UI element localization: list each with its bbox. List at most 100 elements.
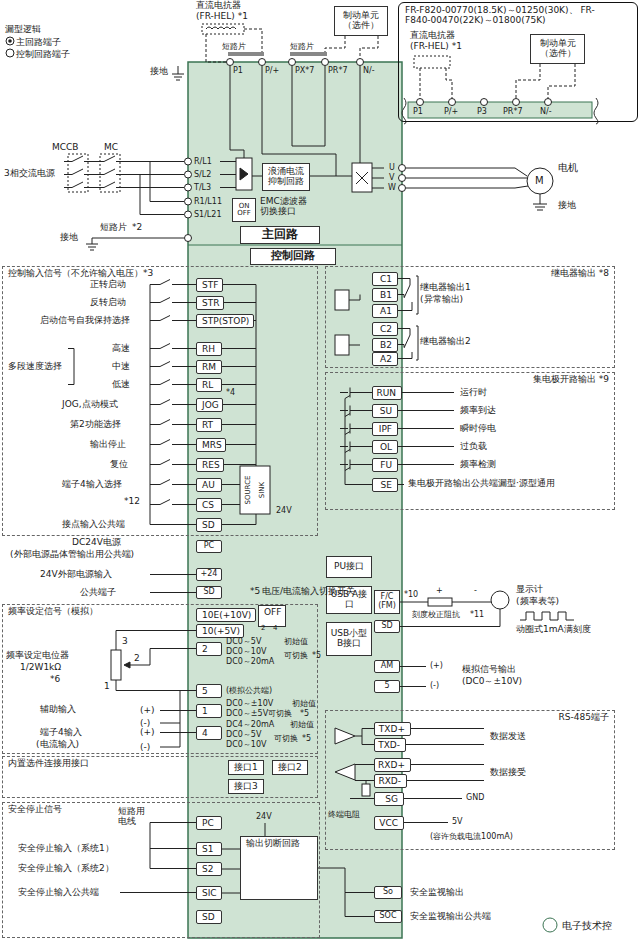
annotation-text: 短路片 [222, 42, 246, 51]
annotation-text: *6 [50, 674, 60, 684]
component-symbol [335, 335, 349, 355]
wire [72, 156, 115, 188]
annotation-text: 24V [276, 506, 292, 515]
annotation-text: *5 [250, 586, 260, 596]
component-symbol [420, 64, 575, 99]
main-terminal [417, 99, 424, 106]
annotation-text: 初始值 [290, 720, 314, 729]
node-text: 1 [200, 707, 210, 717]
annotation-text: DC0～5V [226, 637, 261, 646]
dashed-region: 继电器输出 *8C1B1A1C2B2A2 [325, 266, 615, 368]
annotation-text: 端子4输入 [40, 727, 82, 737]
terminal-box: SG [374, 792, 404, 806]
node-text: SG [383, 795, 400, 805]
annotation-text: (频率表等) [516, 596, 559, 606]
annotation-text: R/L1 [194, 157, 212, 166]
node-text: S1 [200, 845, 215, 855]
node-text: RM [200, 363, 218, 373]
annotation-text: JOG,点动模式 [62, 399, 118, 409]
annotation-text: PX*7 [295, 66, 314, 75]
annotation-text: 电机 [558, 162, 578, 174]
node-text: A2 [378, 355, 394, 365]
legend-text: 控制回路端子 [16, 49, 70, 59]
annotation-text: 中速 [112, 361, 130, 371]
node-text: TXD+ [377, 725, 407, 735]
node-text: 输出切断回路 [244, 839, 302, 849]
node-text: RL [200, 381, 215, 391]
annotation-text: 瞬时停电 [460, 423, 496, 433]
terminal-box: +24 [196, 568, 222, 581]
node-text: 接口1 [232, 763, 260, 773]
annotation-text: 复位 [110, 459, 128, 469]
node-text: RXD+ [376, 761, 407, 771]
wire [400, 596, 574, 687]
annotation-text: EMC滤波器切换接口 [260, 196, 312, 217]
terminal-box: RES [196, 458, 224, 472]
region-heading: RS-485端子 [557, 713, 611, 723]
node-text: OFF [262, 608, 283, 617]
terminal-box: So [374, 886, 402, 899]
component-symbol [335, 764, 355, 780]
node-text: C2 [378, 325, 394, 335]
main-terminal [185, 171, 192, 178]
dashed-region: 控制输入信号（不允许输入电压）*3STFSTRSTP(STOP)RHRMRLJO… [2, 266, 318, 536]
main-terminal [185, 158, 192, 165]
node-text: F/C (FM) [377, 593, 397, 611]
node-text: STR [200, 299, 221, 309]
terminal-box: PC [196, 816, 222, 830]
node-text: STP(STOP) [200, 317, 251, 327]
node-text: 10(+5V) [200, 627, 242, 637]
wire [350, 729, 484, 823]
node-text: So [383, 888, 393, 897]
annotation-text: DC0～20mA [226, 657, 274, 666]
component-symbol [240, 466, 270, 514]
node-text: 10E(+10V) [200, 611, 253, 621]
annotation-text: 可切换 [274, 734, 298, 743]
annotation-text: 可切换 [284, 651, 308, 660]
annotation-text: MC [104, 142, 118, 152]
main-terminal [545, 99, 552, 106]
node-text: STF [200, 281, 220, 291]
node-text: OFF [237, 210, 251, 217]
main-terminal [185, 211, 192, 218]
annotation-text: (-) [140, 718, 150, 728]
wire-connector [222, 849, 240, 850]
terminal-box: STP(STOP) [196, 314, 254, 328]
dip-switch: ONOFF [258, 605, 286, 627]
annotation-text: 直流电抗器 [410, 30, 455, 40]
inset-band [402, 98, 598, 124]
node-text: PC [204, 542, 214, 551]
dip-switch: ONOFF [232, 198, 256, 222]
component-symbol [335, 728, 355, 744]
main-terminal [185, 184, 192, 191]
annotation-text: 5V [452, 817, 463, 826]
node-text: RES [200, 461, 222, 471]
annotation-text: 启动信号自我保持选择 [40, 315, 130, 325]
annotation-text: (-) [140, 742, 150, 752]
annotation-text: *5 [300, 709, 309, 718]
annotation-text: *2 [132, 222, 142, 232]
component-symbol [543, 918, 557, 932]
annotation-text: DC0～10V [226, 647, 267, 656]
terminal-box: CS [196, 498, 222, 512]
component-symbol [100, 154, 120, 192]
legend-swatch [5, 36, 15, 46]
terminal-box: C1 [372, 272, 398, 286]
annotation-text: 继电器输出1 [420, 282, 471, 292]
node-text: B2 [378, 341, 394, 351]
terminal-box: SD [196, 910, 222, 924]
annotation-text: 动圈式1mA满刻度 [516, 624, 591, 634]
annotation-text: 正转启动 [90, 279, 126, 289]
annotation-text: PR*7 [328, 66, 347, 75]
terminal-box: SD [196, 586, 222, 599]
annotation-text: PR*7 [503, 107, 522, 116]
component-box: 接口1 [228, 760, 264, 775]
region-heading: 内置选件连接用接口 [6, 759, 91, 769]
annotation-text: N/- [363, 66, 375, 75]
component-box: 制动单元（选件） [334, 6, 388, 36]
node-text: IPF [377, 425, 394, 435]
annotation-text: 2 [261, 624, 265, 632]
annotation-text: 安全监视输出公共端 [410, 911, 491, 921]
terminal-box: STF [196, 278, 223, 292]
